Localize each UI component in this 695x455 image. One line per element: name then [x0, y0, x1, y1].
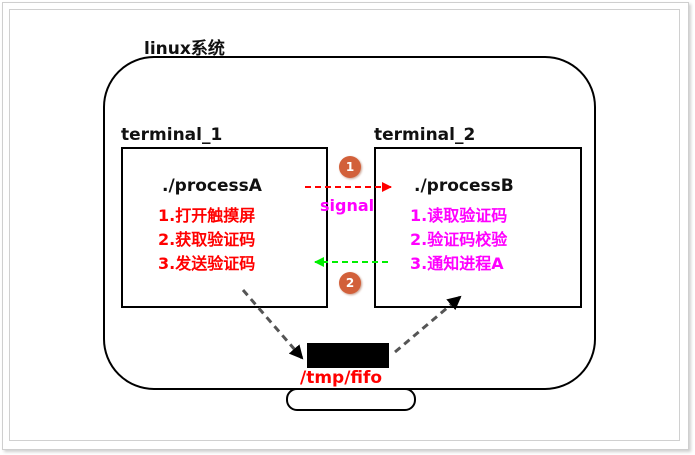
process-b-step: 1.读取验证码	[410, 206, 508, 225]
process-a-step: 2.获取验证码	[158, 230, 256, 249]
image-inner-border	[9, 9, 680, 441]
process-b-step: 2.验证码校验	[410, 230, 508, 249]
fifo-block	[307, 343, 389, 368]
write-fifo-arrow	[241, 289, 304, 360]
process-a-step: 1.打开触摸屏	[158, 206, 256, 225]
terminal-1-box	[121, 147, 328, 308]
terminal-2-box	[374, 147, 582, 308]
signal-label: signal	[320, 196, 375, 215]
monitor-stand	[286, 388, 416, 411]
diagram-title: linux系统	[144, 39, 225, 59]
terminal-1-label: terminal_1	[121, 125, 223, 145]
process-a-name: ./processA	[162, 176, 262, 196]
step-badge-1: 1	[339, 156, 361, 178]
process-b-steps: 1.读取验证码 2.验证码校验 3.通知进程A	[410, 204, 507, 276]
process-b-name: ./processB	[414, 176, 514, 196]
read-fifo-arrow	[394, 295, 462, 354]
process-a-steps: 1.打开触摸屏 2.获取验证码 3.发送验证码	[158, 204, 255, 276]
process-b-step: 3.通知进程A	[410, 254, 504, 273]
fifo-label: /tmp/fifo	[300, 368, 383, 388]
terminal-2-label: terminal_2	[374, 125, 476, 145]
process-a-step: 3.发送验证码	[158, 254, 256, 273]
step-badge-2: 2	[339, 272, 361, 294]
